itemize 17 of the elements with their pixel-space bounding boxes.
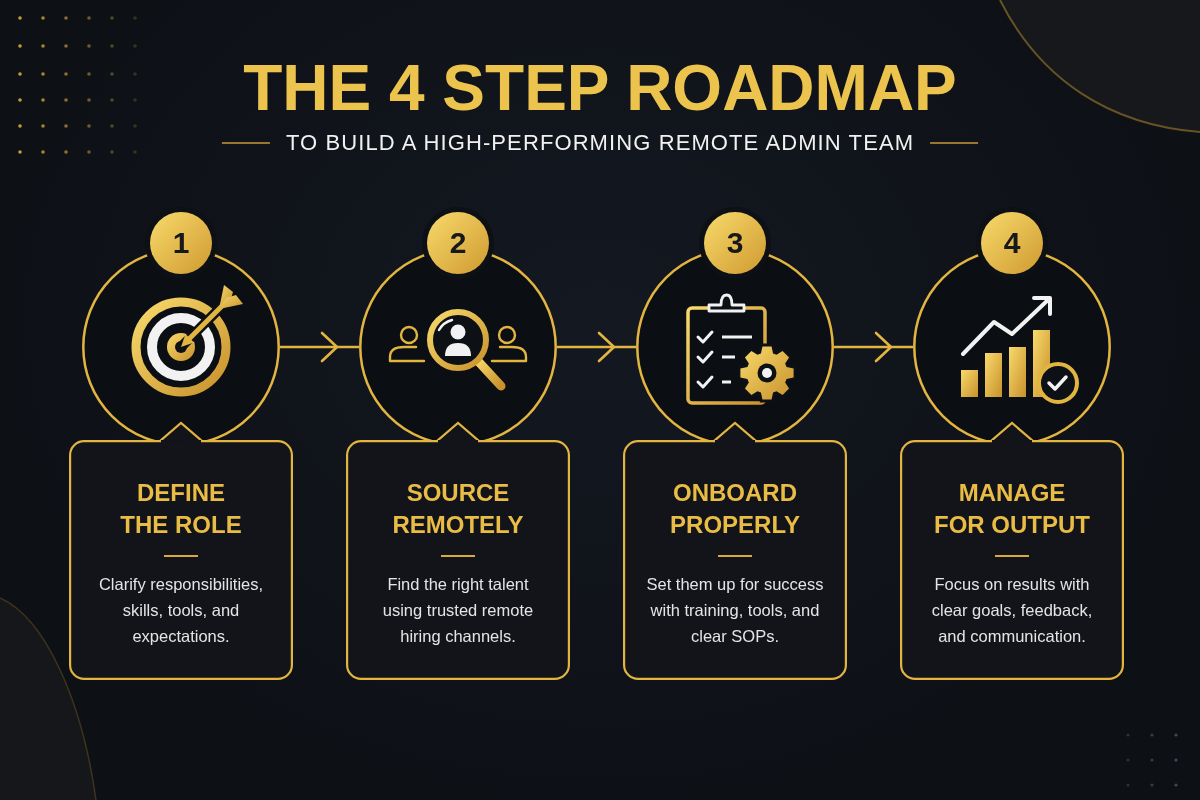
step-description: Focus on results with clear goals, feedback, and communication. xyxy=(930,574,1094,647)
step-card xyxy=(346,440,570,680)
step-description: Find the right talent using trusted remote hiring channels. xyxy=(381,574,535,647)
step-card xyxy=(900,440,1124,680)
step-card xyxy=(623,440,847,680)
title: THE 4 STEP ROADMAP xyxy=(243,52,957,124)
step-title: MANAGE FOR OUTPUT xyxy=(933,478,1091,540)
step-description: Clarify responsibilities, skills, tools, and expectations. xyxy=(97,574,265,647)
subtitle: TO BUILD A HIGH-PERFORMING REMOTE ADMIN TEAM xyxy=(285,129,915,157)
step-title: SOURCE REMOTELY xyxy=(391,478,525,540)
step-card xyxy=(69,440,293,680)
step-description: Set them up for success with training, tools, and clear SOPs. xyxy=(645,574,825,647)
step-title: ONBOARD PROPERLY xyxy=(669,478,801,540)
step-title: DEFINE THE ROLE xyxy=(119,478,243,540)
arrow xyxy=(834,331,913,363)
arrow xyxy=(557,331,636,363)
arrow xyxy=(280,331,359,363)
